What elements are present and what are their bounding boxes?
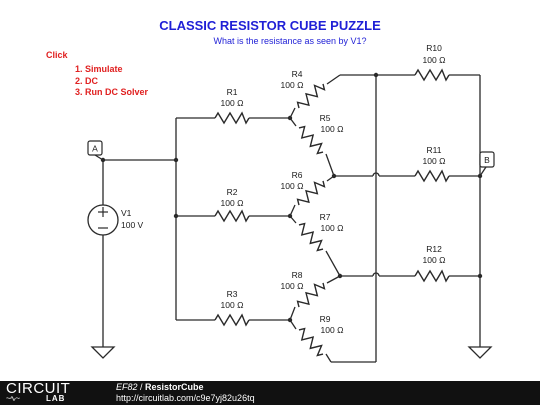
r7-name: R7 <box>320 212 331 222</box>
r6-name: R6 <box>292 170 303 180</box>
r11-value: 100 Ω <box>423 156 446 166</box>
wires <box>102 74 481 363</box>
r1-value: 100 Ω <box>221 98 244 108</box>
resistor-r8-symbol[interactable] <box>295 279 326 310</box>
r7-value: 100 Ω <box>321 223 344 233</box>
step-run-dc-solver: 3. Run DC Solver <box>75 87 149 97</box>
r8-name: R8 <box>292 270 303 280</box>
r6-value: 100 Ω <box>281 181 304 191</box>
r2-value: 100 Ω <box>221 198 244 208</box>
node-label-a: A <box>92 144 98 154</box>
r9-name: R9 <box>320 314 331 324</box>
resistor-r4-symbol[interactable] <box>295 80 326 111</box>
resistor-r5-symbol[interactable] <box>295 124 326 155</box>
voltage-source-v1-symbol[interactable] <box>87 204 119 236</box>
ground-right-icon <box>467 346 493 359</box>
circuit-identifier: EF82 / ResistorCube <box>116 382 204 392</box>
r4-value: 100 Ω <box>281 80 304 90</box>
r5-value: 100 Ω <box>321 124 344 134</box>
resistor-r3-symbol[interactable] <box>214 313 250 327</box>
resistor-r11-symbol[interactable] <box>414 169 450 183</box>
r10-value: 100 Ω <box>423 55 446 65</box>
resistor-r7-symbol[interactable] <box>295 221 326 252</box>
node-flag-a[interactable]: A <box>87 140 104 161</box>
circuit-url-link[interactable]: http://circuitlab.com/c9e7yj82u26tq <box>116 393 255 403</box>
id-separator: / <box>137 382 146 392</box>
node-label-b: B <box>484 155 490 165</box>
resistor-r2-symbol[interactable] <box>214 209 250 223</box>
instructions-list: 1. Simulate 2. DC 3. Run DC Solver <box>75 64 148 99</box>
resistor-r6-symbol[interactable] <box>295 177 326 208</box>
circuit-id[interactable]: EF82 <box>116 382 138 392</box>
step-dc: 2. DC <box>75 75 99 86</box>
resistor-r9-symbol[interactable] <box>295 326 326 357</box>
resistor-r1-symbol[interactable] <box>214 111 250 125</box>
instructions-header: Click <box>46 50 68 60</box>
v1-value: 100 V <box>121 220 144 230</box>
circuit-name[interactable]: ResistorCube <box>145 382 204 392</box>
circuit-title: CLASSIC RESISTOR CUBE PUZZLE <box>159 18 381 33</box>
r1-name: R1 <box>227 87 238 97</box>
r3-value: 100 Ω <box>221 300 244 310</box>
r8-value: 100 Ω <box>281 281 304 291</box>
ground-left-icon <box>90 346 116 359</box>
circuit-question: What is the resistance as seen by V1? <box>213 36 367 46</box>
r12-value: 100 Ω <box>423 255 446 265</box>
schematic[interactable]: A B V1 100 V R1 100 Ω R2 100 Ω R3 100 Ω … <box>0 0 540 381</box>
r10-name: R10 <box>426 43 442 53</box>
step-simulate: 1. Simulate <box>75 64 123 74</box>
footer-bar: CIRCUIT ~∿~ LAB EF82 / ResistorCube http… <box>0 381 540 405</box>
v1-name: V1 <box>121 208 132 218</box>
resistor-r12-symbol[interactable] <box>414 269 450 283</box>
r3-name: R3 <box>227 289 238 299</box>
r9-value: 100 Ω <box>321 325 344 335</box>
circuitlab-logo-sub: LAB <box>46 394 66 403</box>
component-labels: V1 100 V R1 100 Ω R2 100 Ω R3 100 Ω R4 1… <box>121 43 445 335</box>
r5-name: R5 <box>320 113 331 123</box>
resistor-r10-symbol[interactable] <box>414 68 450 82</box>
node-flag-b[interactable]: B <box>479 151 495 177</box>
circuitlab-logo[interactable]: CIRCUIT <box>6 380 71 397</box>
r12-name: R12 <box>426 244 442 254</box>
r4-name: R4 <box>292 69 303 79</box>
logo-wave-icon: ~∿~ <box>6 394 20 403</box>
r2-name: R2 <box>227 187 238 197</box>
r11-name: R11 <box>427 145 442 155</box>
